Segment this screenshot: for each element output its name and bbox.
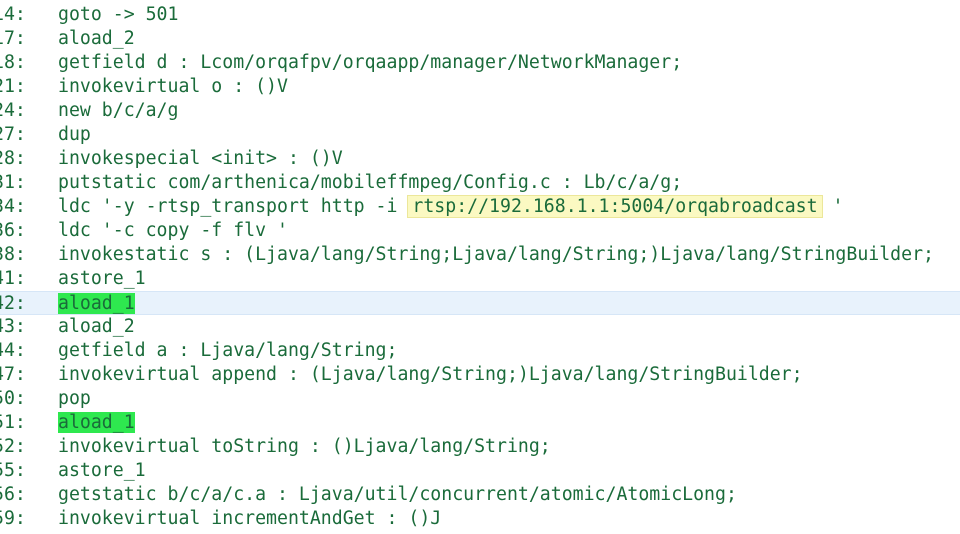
line-number: 50: [0, 388, 26, 409]
code-line[interactable]: 50: pop [0, 387, 960, 411]
line-number: 41: [0, 268, 26, 289]
instruction-text: getstatic b/c/a/c.a : Ljava/util/concurr… [58, 484, 737, 505]
instruction-text: goto -> 501 [58, 4, 179, 25]
code-line[interactable]: 14: goto -> 501 [0, 3, 960, 27]
code-line[interactable]: 27: dup [0, 123, 960, 147]
instruction-text: dup [58, 124, 91, 145]
line-number: 44: [0, 340, 26, 361]
code-line[interactable]: 21: invokevirtual o : ()V [0, 75, 960, 99]
occurrence-highlight[interactable]: aload_1 [58, 412, 135, 433]
instruction-prefix: ldc '-y -rtsp_transport http -i [58, 196, 409, 217]
instruction-text: getfield a : Ljava/lang/String; [58, 340, 398, 361]
code-line[interactable]: 18: getfield d : Lcom/orqafpv/orqaapp/ma… [0, 51, 960, 75]
instruction-text: getfield d : Lcom/orqafpv/orqaapp/manage… [58, 52, 683, 73]
code-line-current[interactable]: 42: aload_1 [0, 291, 960, 315]
code-line[interactable]: 59: invokevirtual incrementAndGet : ()J [0, 507, 960, 531]
instruction-text: invokevirtual o : ()V [58, 76, 288, 97]
occurrence-highlight[interactable]: aload_1 [58, 293, 135, 314]
instruction-text: aload_2 [58, 28, 135, 49]
line-number: 52: [0, 436, 26, 457]
code-line-rtsp-url[interactable]: 34: ldc '-y -rtsp_transport http -i rtsp… [0, 195, 960, 219]
code-line[interactable]: 24: new b/c/a/g [0, 99, 960, 123]
instruction-text: invokespecial <init> : ()V [58, 148, 343, 169]
code-line[interactable]: 56: getstatic b/c/a/c.a : Ljava/util/con… [0, 483, 960, 507]
line-number: 21: [0, 76, 26, 97]
code-line[interactable]: 36: ldc '-c copy -f flv ' [0, 219, 960, 243]
instruction-text: invokevirtual incrementAndGet : ()J [58, 508, 442, 529]
instruction-text: astore_1 [58, 460, 146, 481]
code-line[interactable]: 47: invokevirtual append : (Ljava/lang/S… [0, 363, 960, 387]
instruction-text: ldc '-y -rtsp_transport http -i rtsp://1… [58, 195, 843, 219]
line-number: 51: [0, 412, 26, 433]
line-number: 27: [0, 124, 26, 145]
line-number: 55: [0, 460, 26, 481]
code-line[interactable]: 17: aload_2 [0, 27, 960, 51]
line-number: 59: [0, 508, 26, 529]
line-number: 42: [0, 293, 26, 314]
line-number: 38: [0, 244, 26, 265]
code-line[interactable]: 43: aload_2 [0, 315, 960, 339]
line-number: 31: [0, 172, 26, 193]
line-number: 34: [0, 196, 26, 217]
line-number: 28: [0, 148, 26, 169]
code-line[interactable]: 38: invokestatic s : (Ljava/lang/String;… [0, 243, 960, 267]
instruction-text: invokevirtual append : (Ljava/lang/Strin… [58, 364, 803, 385]
instruction-text: invokestatic s : (Ljava/lang/String;Ljav… [58, 244, 934, 265]
line-number: 24: [0, 100, 26, 121]
line-number: 43: [0, 316, 26, 337]
instruction-suffix: ' [821, 196, 844, 217]
code-line[interactable]: 55: astore_1 [0, 459, 960, 483]
instruction-text: ldc '-c copy -f flv ' [58, 220, 288, 241]
line-number: 17: [0, 28, 26, 49]
code-line[interactable]: 44: getfield a : Ljava/lang/String; [0, 339, 960, 363]
line-number: 18: [0, 52, 26, 73]
instruction-text: putstatic com/arthenica/mobileffmpeg/Con… [58, 172, 683, 193]
search-match-highlight[interactable]: rtsp://192.168.1.1:5004/orqabroadcast [407, 195, 823, 218]
code-line[interactable]: 28: invokespecial <init> : ()V [0, 147, 960, 171]
line-number: 14: [0, 4, 26, 25]
instruction-text: invokevirtual toString : ()Ljava/lang/St… [58, 436, 551, 457]
line-number: 56: [0, 484, 26, 505]
code-line[interactable]: 52: invokevirtual toString : ()Ljava/lan… [0, 435, 960, 459]
line-number: 47: [0, 364, 26, 385]
code-line[interactable]: 31: putstatic com/arthenica/mobileffmpeg… [0, 171, 960, 195]
code-line[interactable]: 51: aload_1 [0, 411, 960, 435]
line-number: 36: [0, 220, 26, 241]
instruction-text: astore_1 [58, 268, 146, 289]
instruction-text: new b/c/a/g [58, 100, 179, 121]
instruction-text: aload_1 [58, 292, 135, 316]
code-lines: 14: goto -> 501 17: aload_2 18: getfield… [0, 3, 960, 531]
instruction-text: aload_2 [58, 316, 135, 337]
instruction-text: pop [58, 388, 91, 409]
code-line[interactable]: 41: astore_1 [0, 267, 960, 291]
instruction-text: aload_1 [58, 411, 135, 435]
